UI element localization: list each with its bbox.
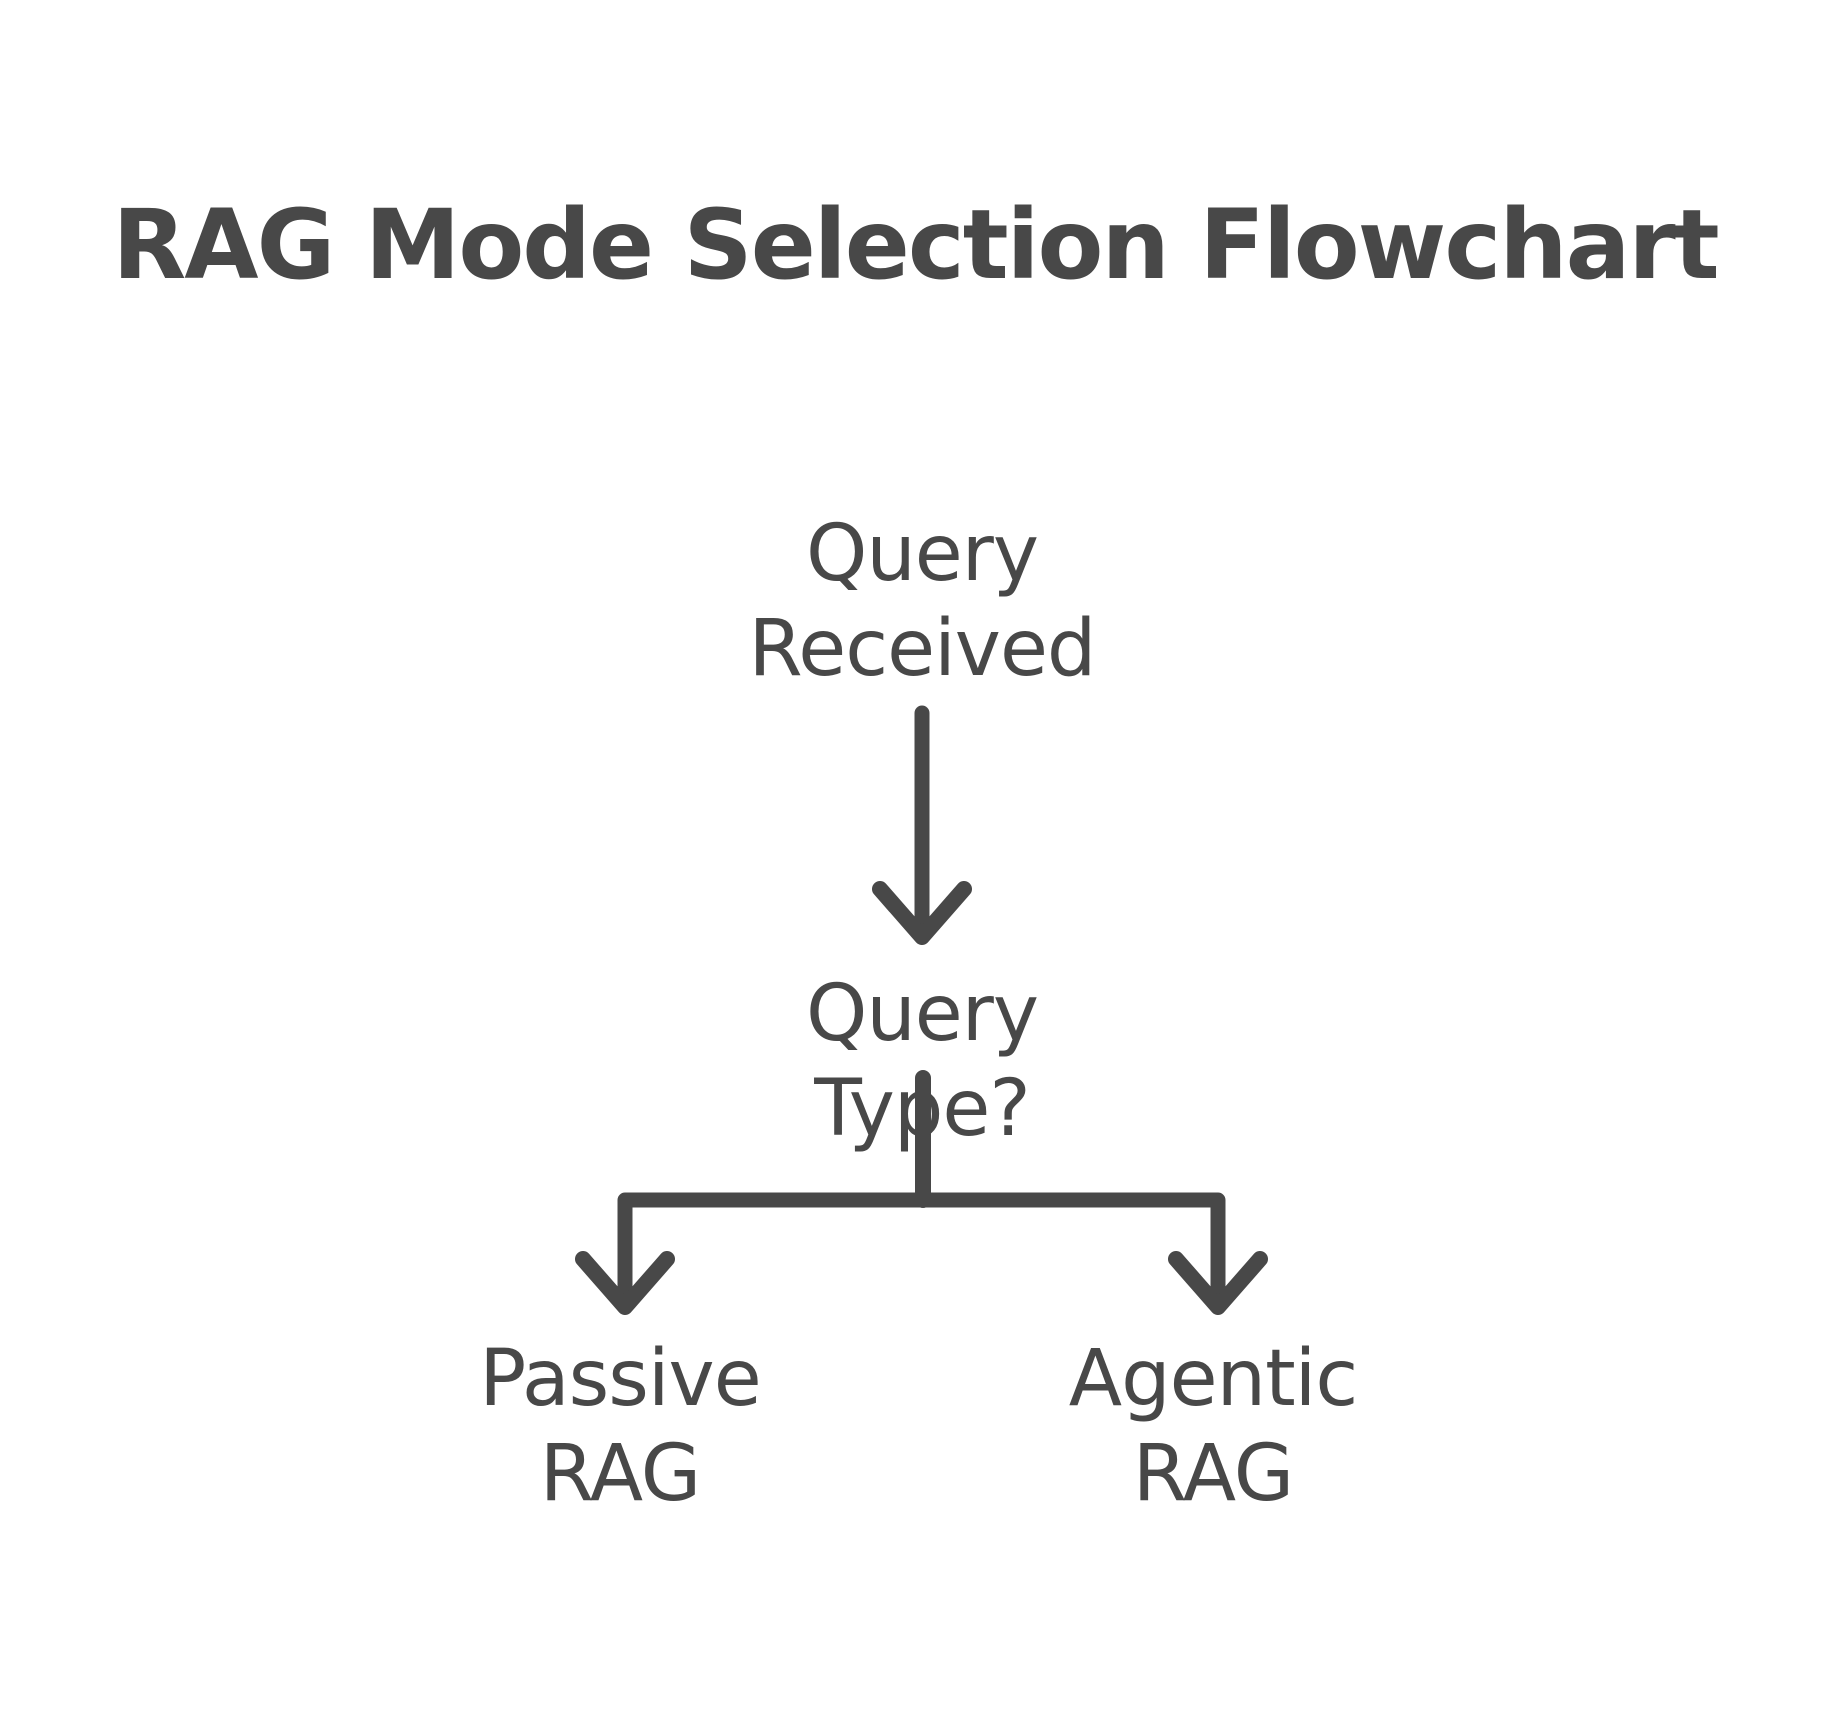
- node-query-received: Query Received: [748, 509, 1097, 694]
- edge-query-type-branch: [575, 1070, 1268, 1315]
- node-agentic-rag: Agentic RAG: [1068, 1334, 1358, 1519]
- arrowhead-down-icon: [872, 881, 972, 945]
- arrowhead-down-left-icon: [575, 1251, 675, 1315]
- node-passive-rag: Passive RAG: [479, 1334, 761, 1519]
- diagram-title: RAG Mode Selection Flowchart: [112, 189, 1719, 301]
- edge-query-received-to-query-type: [872, 705, 972, 945]
- node-query-type: Query Type?: [805, 969, 1039, 1154]
- arrowhead-down-right-icon: [1168, 1251, 1268, 1315]
- branch-connector-line: [617, 1192, 1226, 1308]
